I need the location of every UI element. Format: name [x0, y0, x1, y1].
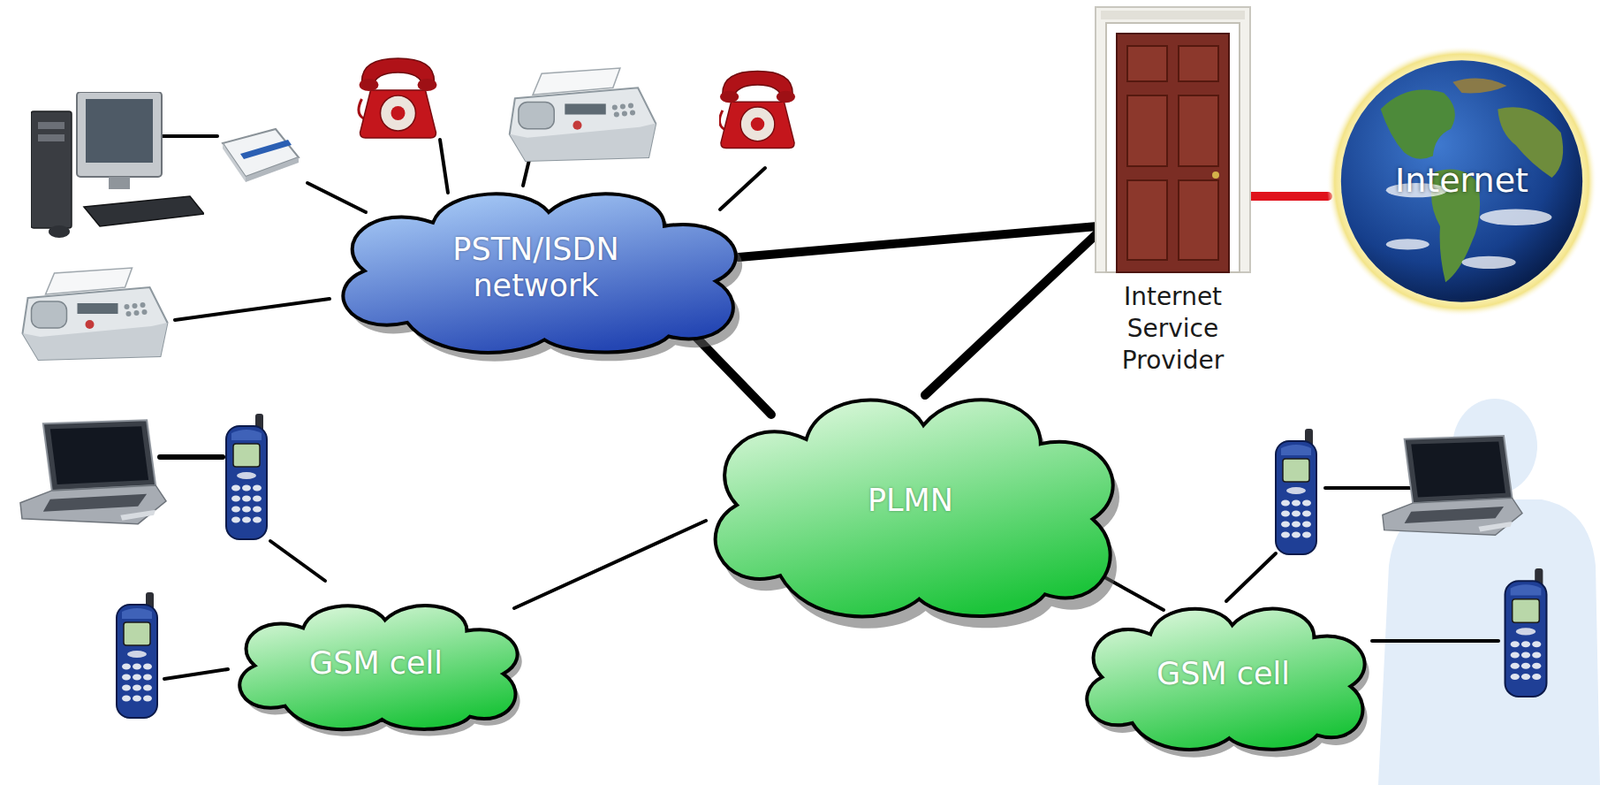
- node-label: Internet Service Provider: [1099, 280, 1246, 376]
- mobile-phone: [116, 591, 158, 718]
- node-label: PLMN: [778, 482, 1044, 518]
- network-link: [514, 520, 706, 608]
- gsm-cell-cloud: GSM cell: [224, 595, 528, 730]
- node-label: PSTN/ISDN network: [425, 231, 647, 304]
- network-link: [925, 233, 1098, 395]
- mobile-phone: [1275, 428, 1317, 554]
- laptop: [20, 419, 167, 524]
- isp-door: Internet Service Provider: [1095, 7, 1251, 376]
- fax-machine: [22, 267, 168, 360]
- devices: [20, 58, 1547, 718]
- fax-machine: [509, 68, 656, 161]
- internet-link: [1247, 191, 1328, 201]
- internet-globe: Internet: [1322, 45, 1600, 317]
- door-picture: [1095, 7, 1251, 273]
- node-label: GSM cell: [1117, 655, 1330, 691]
- telephone: [358, 58, 438, 138]
- device-wire: [159, 136, 1499, 679]
- plmn-cloud: PLMN: [693, 382, 1128, 618]
- desktop-computer: [30, 91, 205, 238]
- node-label: Internet: [1364, 162, 1560, 200]
- background-silhouette: [1378, 398, 1600, 785]
- telephone: [719, 70, 796, 148]
- mobile-phone: [1505, 568, 1547, 697]
- mobile-phone: [226, 413, 267, 539]
- pstn-cloud: PSTN/ISDN network: [321, 181, 751, 354]
- laptop: [1382, 435, 1523, 535]
- modem: [222, 128, 299, 182]
- network-link: [738, 226, 1098, 258]
- node-label: GSM cell: [270, 644, 483, 681]
- gsm-cell-cloud: GSM cell: [1071, 597, 1375, 751]
